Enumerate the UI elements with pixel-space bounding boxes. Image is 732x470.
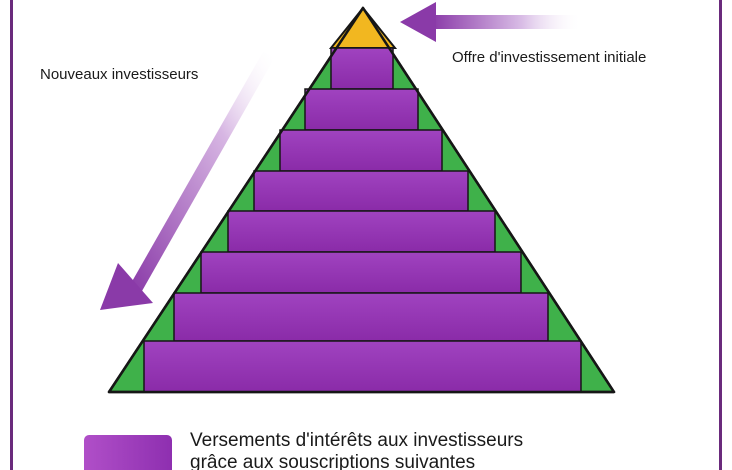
pyramid-tier [227,210,496,253]
pyramid-tier [304,88,419,131]
pyramid-tier [143,340,582,393]
pyramid-tier [330,47,394,90]
arrow-down-left-icon [100,52,275,310]
initial-offer-label: Offre d'investissement initiale [452,49,647,66]
frame-left-border [10,0,13,470]
new-investors-label: Nouveaux investisseurs [40,66,199,83]
legend-line-2: grâce aux souscriptions suivantes [190,452,476,470]
pyramid-tier [200,251,522,294]
pyramid-tier [173,292,549,342]
pyramid-tiers [143,47,582,393]
frame-right-border [719,0,722,470]
pyramid-tier [279,129,443,172]
pyramid-tier [253,170,469,212]
legend-text: Versements d'intérêts aux investisseurs … [190,430,523,470]
arrow-left-icon [400,2,582,42]
legend-swatch [84,435,172,470]
legend-line-1: Versements d'intérêts aux investisseurs [190,430,524,451]
